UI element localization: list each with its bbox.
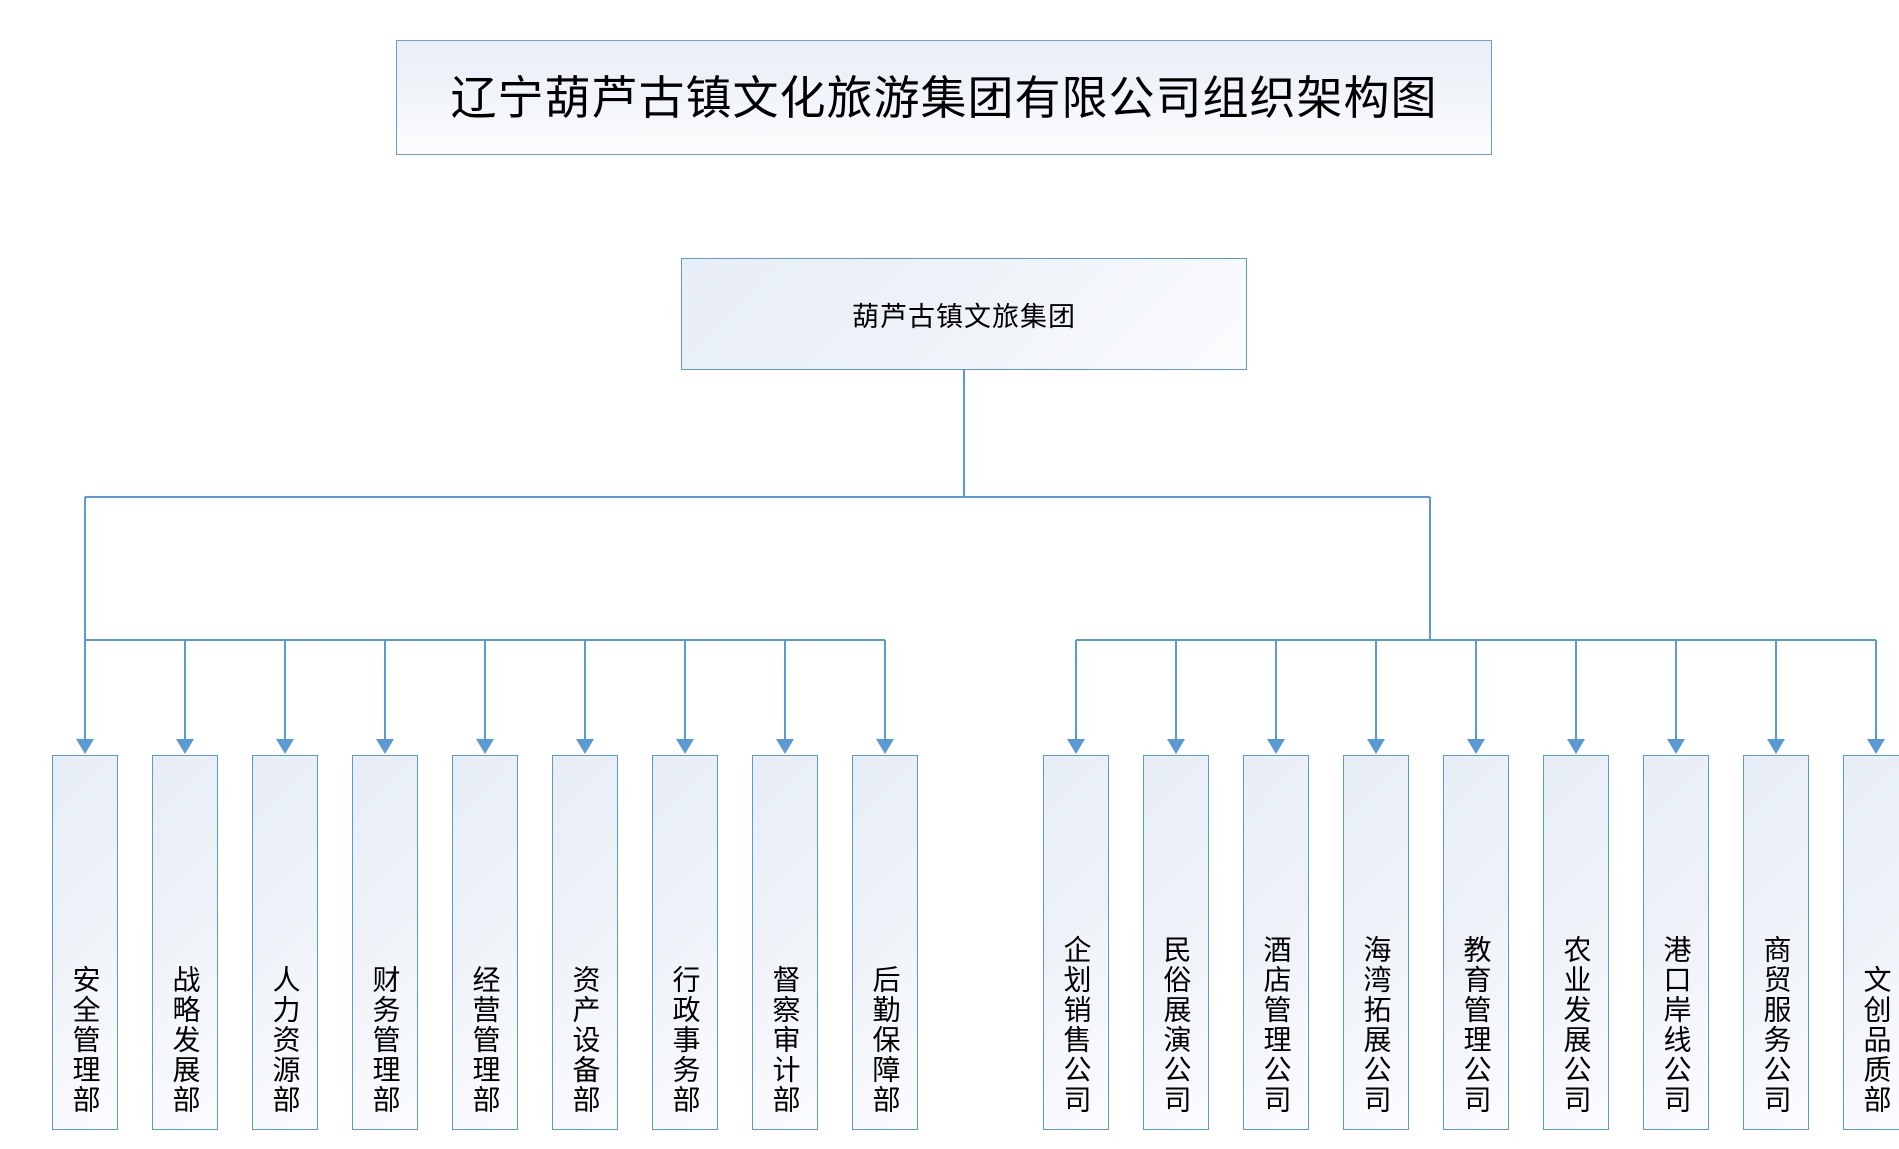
leaf-node-label: 督察审计部	[769, 965, 801, 1115]
leaf-stem-line	[183, 640, 187, 739]
leaf-stem-line	[1374, 640, 1378, 739]
leaf-node-departments-3[interactable]: 财务管理部	[352, 755, 418, 1130]
leaf-node-subsidiaries-7[interactable]: 商贸服务公司	[1743, 755, 1809, 1130]
leaf-node-label: 商贸服务公司	[1760, 935, 1792, 1115]
leaf-node-label: 港口岸线公司	[1660, 935, 1692, 1115]
leaf-stem-line	[783, 640, 787, 739]
leaf-node-departments-4[interactable]: 经营管理部	[452, 755, 518, 1130]
leaf-node-subsidiaries-6[interactable]: 港口岸线公司	[1643, 755, 1709, 1130]
leaf-stem-line	[883, 640, 887, 739]
branch-rail-subsidiaries	[1076, 638, 1876, 642]
root-node-label: 葫芦古镇文旅集团	[852, 301, 1076, 332]
leaf-node-label: 人力资源部	[269, 965, 301, 1115]
leaf-arrow-icon	[176, 739, 194, 754]
leaf-arrow-icon	[76, 739, 94, 754]
leaf-node-label: 农业发展公司	[1560, 935, 1592, 1115]
leaf-stem-line	[83, 640, 87, 739]
root-trunk-line	[962, 370, 966, 497]
leaf-node-label: 财务管理部	[369, 965, 401, 1115]
leaf-arrow-icon	[276, 739, 294, 754]
leaf-node-departments-0[interactable]: 安全管理部	[52, 755, 118, 1130]
leaf-node-label: 行政事务部	[669, 965, 701, 1115]
branch-drop-line-1	[1428, 497, 1432, 640]
leaf-node-subsidiaries-1[interactable]: 民俗展演公司	[1143, 755, 1209, 1130]
leaf-node-label: 后勤保障部	[869, 965, 901, 1115]
leaf-node-label: 酒店管理公司	[1260, 935, 1292, 1115]
chart-title-box: 辽宁葫芦古镇文化旅游集团有限公司组织架构图	[396, 40, 1492, 155]
leaf-stem-line	[283, 640, 287, 739]
leaf-stem-line	[1074, 640, 1078, 739]
root-node-group[interactable]: 葫芦古镇文旅集团	[681, 258, 1247, 370]
main-spine-line	[85, 495, 1430, 499]
leaf-arrow-icon	[1467, 739, 1485, 754]
leaf-arrow-icon	[776, 739, 794, 754]
leaf-node-label: 教育管理公司	[1460, 935, 1492, 1115]
leaf-stem-line	[1174, 640, 1178, 739]
leaf-node-departments-7[interactable]: 督察审计部	[752, 755, 818, 1130]
leaf-node-label: 经营管理部	[469, 965, 501, 1115]
leaf-arrow-icon	[1767, 739, 1785, 754]
leaf-node-label: 企划销售公司	[1060, 935, 1092, 1115]
leaf-node-subsidiaries-0[interactable]: 企划销售公司	[1043, 755, 1109, 1130]
leaf-node-subsidiaries-8[interactable]: 文创品质部	[1843, 755, 1899, 1130]
branch-rail-departments	[85, 638, 885, 642]
leaf-node-subsidiaries-5[interactable]: 农业发展公司	[1543, 755, 1609, 1130]
leaf-stem-line	[683, 640, 687, 739]
leaf-node-departments-6[interactable]: 行政事务部	[652, 755, 718, 1130]
branch-drop-line-0	[83, 497, 87, 640]
leaf-node-departments-1[interactable]: 战略发展部	[152, 755, 218, 1130]
leaf-arrow-icon	[1867, 739, 1885, 754]
leaf-arrow-icon	[1167, 739, 1185, 754]
leaf-node-subsidiaries-2[interactable]: 酒店管理公司	[1243, 755, 1309, 1130]
leaf-arrow-icon	[1067, 739, 1085, 754]
leaf-node-departments-8[interactable]: 后勤保障部	[852, 755, 918, 1130]
leaf-stem-line	[1674, 640, 1678, 739]
leaf-stem-line	[1274, 640, 1278, 739]
leaf-node-label: 安全管理部	[69, 965, 101, 1115]
leaf-arrow-icon	[1567, 739, 1585, 754]
leaf-arrow-icon	[476, 739, 494, 754]
leaf-node-departments-5[interactable]: 资产设备部	[552, 755, 618, 1130]
leaf-node-label: 战略发展部	[169, 965, 201, 1115]
leaf-arrow-icon	[376, 739, 394, 754]
leaf-stem-line	[1874, 640, 1878, 739]
leaf-node-label: 资产设备部	[569, 965, 601, 1115]
leaf-stem-line	[1474, 640, 1478, 739]
leaf-arrow-icon	[1267, 739, 1285, 754]
leaf-node-subsidiaries-3[interactable]: 海湾拓展公司	[1343, 755, 1409, 1130]
leaf-node-departments-2[interactable]: 人力资源部	[252, 755, 318, 1130]
leaf-stem-line	[383, 640, 387, 739]
leaf-node-subsidiaries-4[interactable]: 教育管理公司	[1443, 755, 1509, 1130]
leaf-arrow-icon	[1367, 739, 1385, 754]
leaf-node-label: 民俗展演公司	[1160, 935, 1192, 1115]
leaf-stem-line	[483, 640, 487, 739]
leaf-node-label: 海湾拓展公司	[1360, 935, 1392, 1115]
leaf-arrow-icon	[876, 739, 894, 754]
leaf-arrow-icon	[576, 739, 594, 754]
leaf-node-label: 文创品质部	[1860, 965, 1892, 1115]
leaf-arrow-icon	[676, 739, 694, 754]
chart-title-text: 辽宁葫芦古镇文化旅游集团有限公司组织架构图	[450, 71, 1438, 124]
leaf-stem-line	[583, 640, 587, 739]
leaf-stem-line	[1774, 640, 1778, 739]
leaf-stem-line	[1574, 640, 1578, 739]
leaf-arrow-icon	[1667, 739, 1685, 754]
